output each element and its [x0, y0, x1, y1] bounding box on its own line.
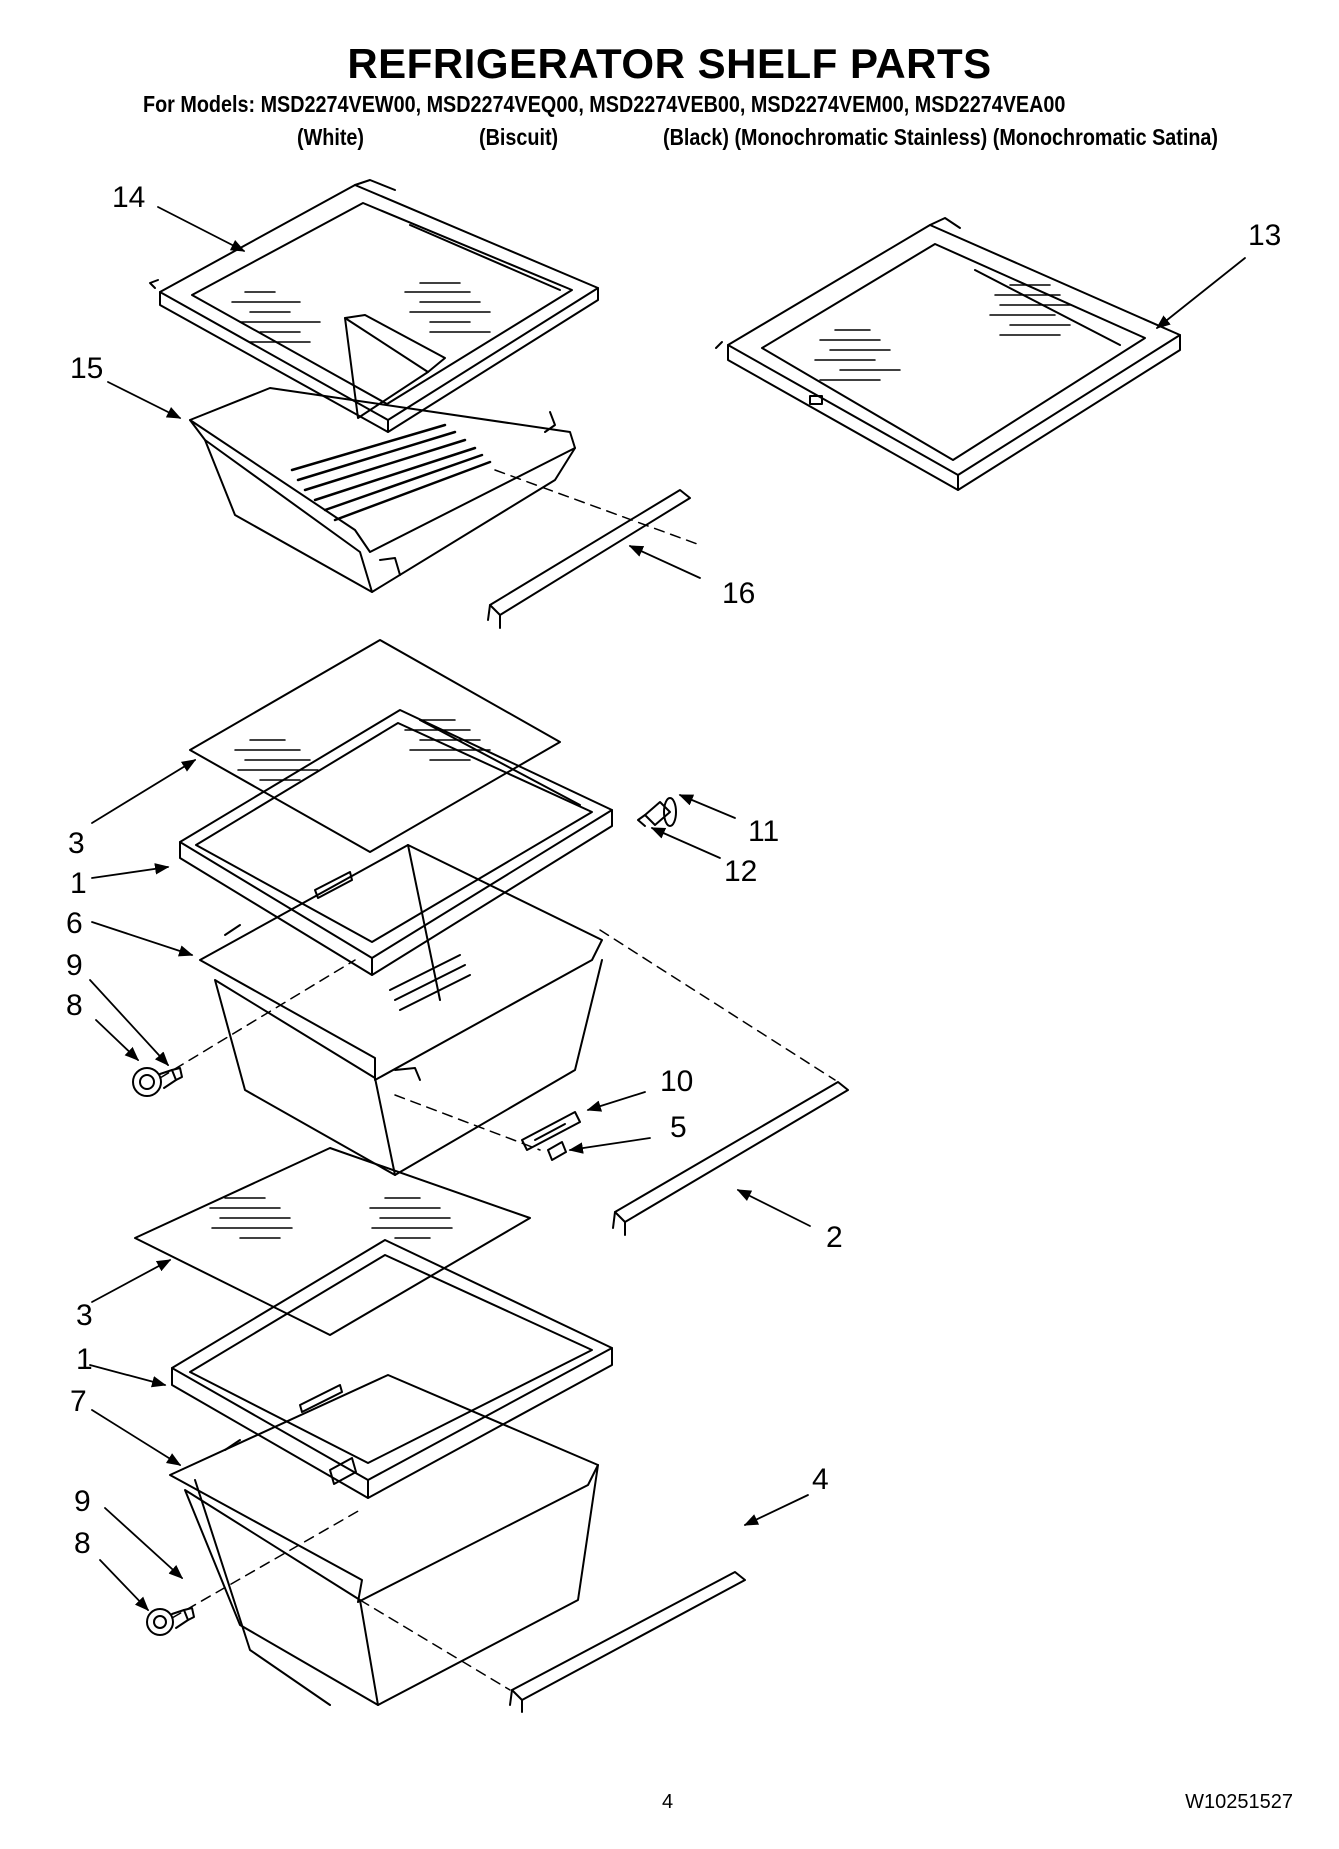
- finish-white: (White): [297, 124, 365, 150]
- assembly-dashed-lines: [159, 469, 836, 1691]
- callout-9-upper: 9: [66, 949, 83, 982]
- part-14-shelf-frame: [149, 179, 599, 433]
- callout-11: 11: [748, 815, 780, 848]
- part-4-trim: [509, 1571, 746, 1713]
- callout-8-lower: 8: [74, 1527, 91, 1560]
- callout-9-lower: 9: [74, 1485, 91, 1518]
- part-2-trim: [612, 1081, 849, 1236]
- part-3-glass-upper: [189, 639, 561, 853]
- callout-1-upper: 1: [70, 867, 87, 900]
- callout-5: 5: [670, 1111, 687, 1144]
- part-1-frame-lower: [171, 1239, 613, 1499]
- document-number: W10251527: [1185, 1791, 1293, 1813]
- part-3-glass-lower: [134, 1147, 531, 1336]
- callout-16: 16: [722, 577, 756, 610]
- callout-12: 12: [724, 855, 758, 888]
- callout-15: 15: [70, 352, 104, 385]
- callout-6: 6: [66, 907, 83, 940]
- leader-arrows: [89, 206, 1246, 1612]
- finish-others: (Black) (Monochromatic Stainless) (Monoc…: [663, 124, 1219, 150]
- callout-1-lower: 1: [76, 1343, 93, 1376]
- page-number: 4: [662, 1791, 674, 1813]
- part-8-9-fastener-lower: [146, 1607, 195, 1636]
- callout-3-upper: 3: [68, 827, 85, 860]
- part-15-deli-drawer: [189, 387, 576, 593]
- callout-3-lower: 3: [76, 1299, 93, 1332]
- part-10-5-latch: [521, 1111, 581, 1161]
- callout-8-upper: 8: [66, 989, 83, 1022]
- part-16-trim: [487, 489, 691, 629]
- callout-7: 7: [70, 1385, 87, 1418]
- callout-2: 2: [826, 1221, 843, 1254]
- part-11-12-bumper: [637, 797, 677, 827]
- finish-biscuit: (Biscuit): [479, 124, 559, 150]
- callout-10: 10: [660, 1065, 694, 1098]
- page-title: REFRIGERATOR SHELF PARTS: [347, 40, 992, 87]
- callout-14: 14: [112, 181, 146, 214]
- part-8-9-fastener-upper: [132, 1067, 183, 1097]
- models-line: For Models: MSD2274VEW00, MSD2274VEQ00, …: [143, 91, 1066, 117]
- part-1-frame-upper: [179, 709, 613, 976]
- callout-4: 4: [812, 1463, 829, 1496]
- part-7-crisper-lower: [169, 1374, 599, 1706]
- page-header: REFRIGERATOR SHELF PARTS For Models: MSD…: [0, 0, 1339, 160]
- part-13-glass-shelf: [715, 217, 1181, 491]
- part-6-crisper-upper: [199, 844, 603, 1176]
- callout-13: 13: [1248, 219, 1282, 252]
